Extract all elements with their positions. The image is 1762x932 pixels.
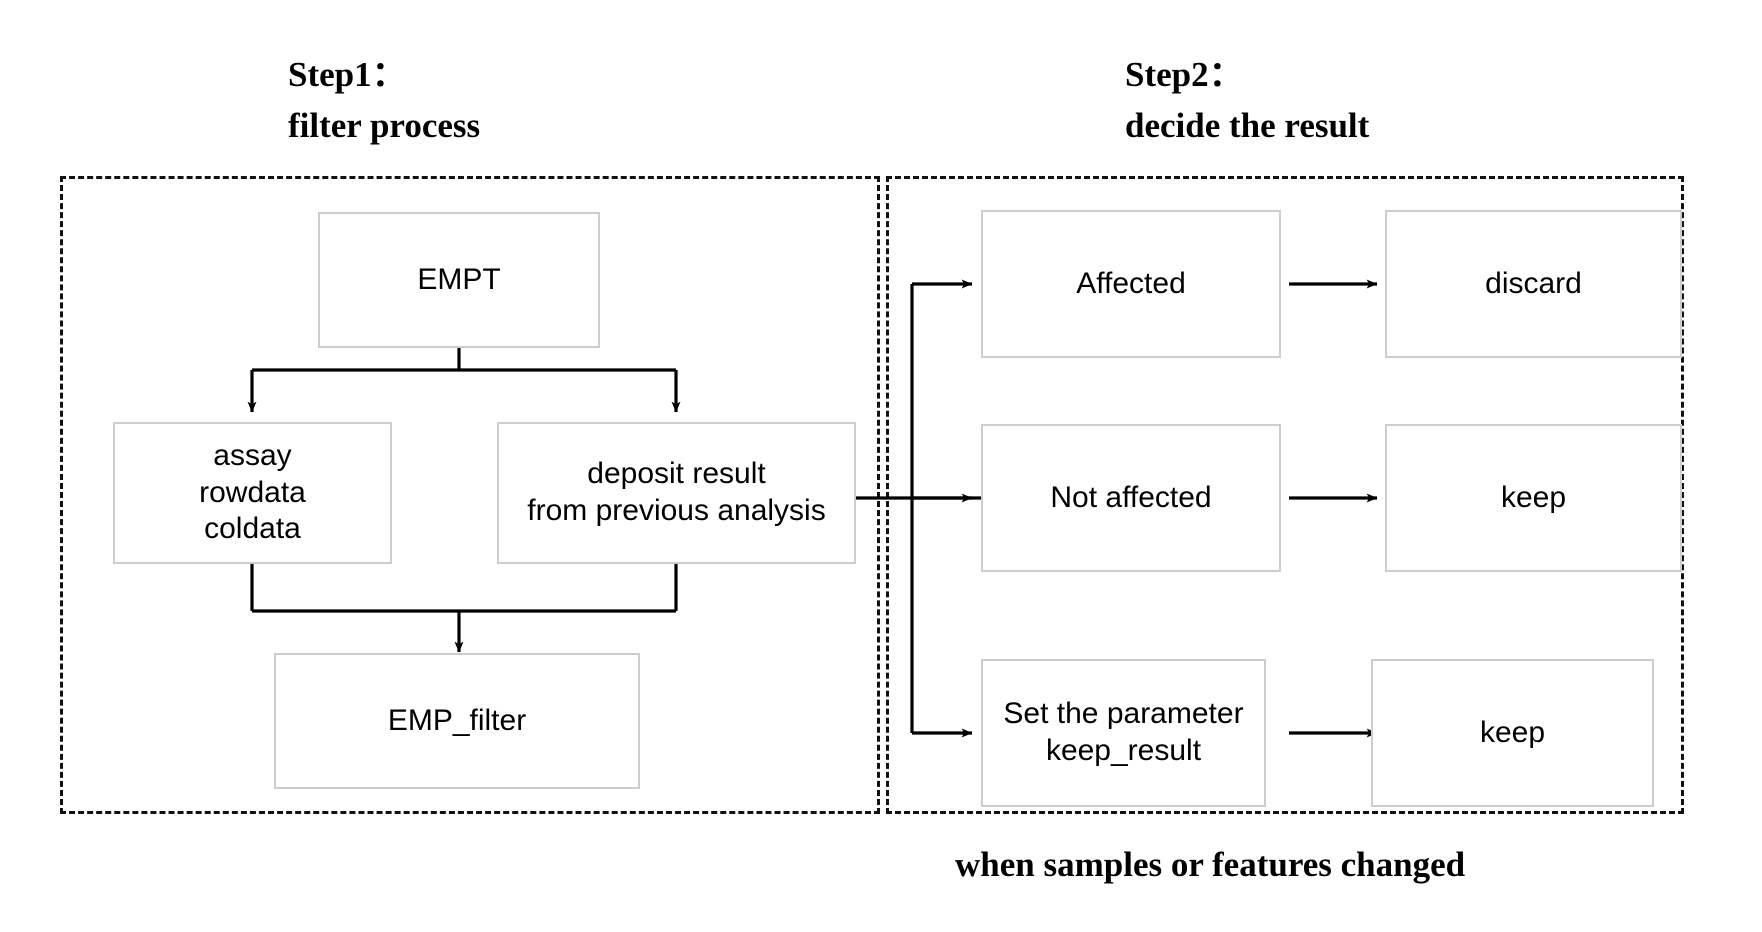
step1-heading-line2: filter process	[288, 105, 481, 145]
step1-heading: Step1： filter process	[288, 50, 480, 152]
node-not-affected[interactable]: Not affected	[981, 424, 1281, 572]
panel-step2-decide-result	[886, 176, 1684, 814]
figure-caption: when samples or features changed	[955, 845, 1466, 884]
node-assay-rowdata-coldata[interactable]: assay rowdata coldata	[113, 422, 392, 564]
node-set-parameter-keep-result[interactable]: Set the parameter keep_result	[981, 659, 1266, 807]
node-keep-top[interactable]: keep	[1385, 424, 1682, 572]
step2-heading: Step2： decide the result	[1125, 50, 1369, 152]
node-deposit-result[interactable]: deposit result from previous analysis	[497, 422, 856, 564]
node-keep-bottom[interactable]: keep	[1371, 659, 1654, 807]
step2-heading-line1: Step2：	[1125, 55, 1244, 94]
step1-heading-line1: Step1：	[288, 55, 407, 94]
panel-step1-filter-process	[60, 176, 880, 814]
node-emp-filter[interactable]: EMP_filter	[274, 653, 640, 789]
node-empt[interactable]: EMPT	[318, 212, 600, 348]
step2-heading-line2: decide the result	[1125, 105, 1370, 145]
node-affected[interactable]: Affected	[981, 210, 1281, 358]
node-discard[interactable]: discard	[1385, 210, 1682, 358]
